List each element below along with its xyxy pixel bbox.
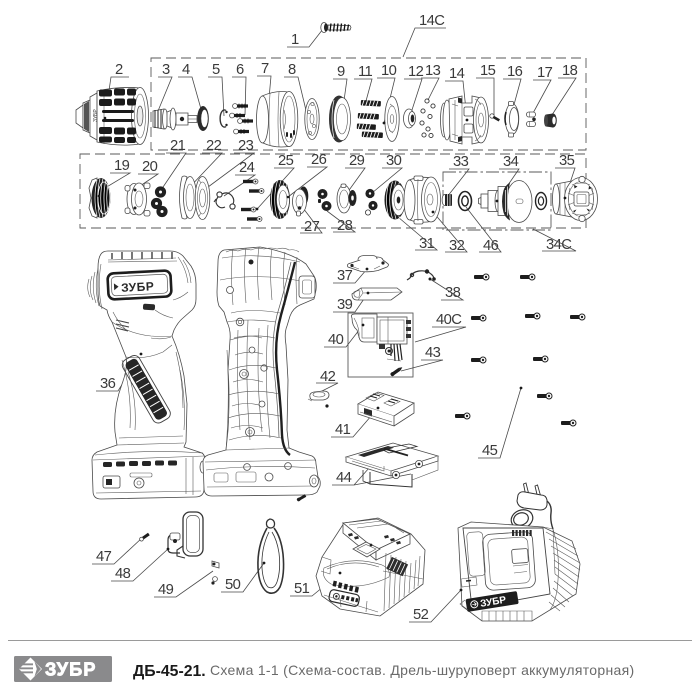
svg-text:39: 39 (337, 297, 353, 313)
svg-text:19: 19 (114, 158, 130, 174)
svg-text:22: 22 (206, 138, 222, 154)
svg-text:33: 33 (453, 154, 469, 170)
svg-text:34: 34 (503, 154, 519, 170)
svg-text:31: 31 (419, 236, 435, 252)
svg-text:30: 30 (386, 153, 402, 169)
svg-text:38: 38 (445, 285, 461, 301)
svg-text:47: 47 (96, 549, 112, 565)
svg-text:3: 3 (162, 62, 170, 78)
svg-text:32: 32 (449, 238, 465, 254)
svg-text:ЗУБР: ЗУБР (93, 109, 99, 122)
svg-text:46: 46 (483, 238, 499, 254)
svg-text:1: 1 (291, 32, 299, 48)
svg-text:36: 36 (100, 376, 116, 392)
svg-text:6: 6 (236, 62, 244, 78)
svg-text:Схема 1-1 (Схема-состав. Дрель: Схема 1-1 (Схема-состав. Дрель-шуруповер… (210, 662, 634, 678)
svg-text:15: 15 (480, 63, 496, 79)
svg-text:41: 41 (335, 422, 351, 438)
svg-text:50: 50 (225, 577, 241, 593)
svg-text:45: 45 (482, 443, 498, 459)
svg-text:14: 14 (449, 66, 465, 82)
svg-text:51: 51 (294, 581, 310, 597)
svg-text:27: 27 (304, 219, 320, 235)
svg-text:4: 4 (182, 62, 190, 78)
svg-text:25: 25 (278, 153, 294, 169)
svg-text:49: 49 (158, 582, 174, 598)
svg-text:11: 11 (358, 64, 373, 80)
svg-text:18: 18 (562, 63, 578, 79)
svg-text:ЗУБР: ЗУБР (45, 660, 97, 680)
svg-text:13: 13 (425, 63, 441, 79)
svg-text:43: 43 (425, 345, 441, 361)
svg-text:29: 29 (349, 153, 365, 169)
svg-text:21: 21 (170, 138, 186, 154)
svg-text:40: 40 (328, 332, 344, 348)
svg-text:ЗУБР: ЗУБР (480, 595, 508, 610)
svg-text:52: 52 (413, 607, 429, 623)
svg-text:16: 16 (507, 64, 523, 80)
svg-text:34C: 34C (546, 237, 572, 253)
svg-text:42: 42 (320, 369, 336, 385)
svg-text:12: 12 (408, 64, 424, 80)
svg-text:35: 35 (559, 153, 575, 169)
svg-text:14C: 14C (419, 13, 445, 29)
svg-text:5: 5 (212, 62, 220, 78)
svg-text:37: 37 (337, 268, 353, 284)
svg-text:24: 24 (239, 160, 255, 176)
svg-text:9: 9 (337, 64, 345, 80)
svg-text:8: 8 (288, 62, 296, 78)
svg-text:20: 20 (142, 159, 158, 175)
svg-text:ЗУБР: ЗУБР (121, 279, 155, 295)
svg-text:ДБ-45-21.: ДБ-45-21. (133, 663, 206, 680)
svg-text:10: 10 (381, 63, 397, 79)
svg-text:44: 44 (336, 470, 352, 486)
svg-text:26: 26 (311, 152, 327, 168)
svg-text:17: 17 (537, 65, 553, 81)
svg-text:7: 7 (261, 61, 269, 77)
svg-text:23: 23 (238, 138, 254, 154)
svg-text:48: 48 (115, 566, 131, 582)
svg-text:40C: 40C (436, 312, 462, 328)
svg-text:2: 2 (115, 62, 123, 78)
